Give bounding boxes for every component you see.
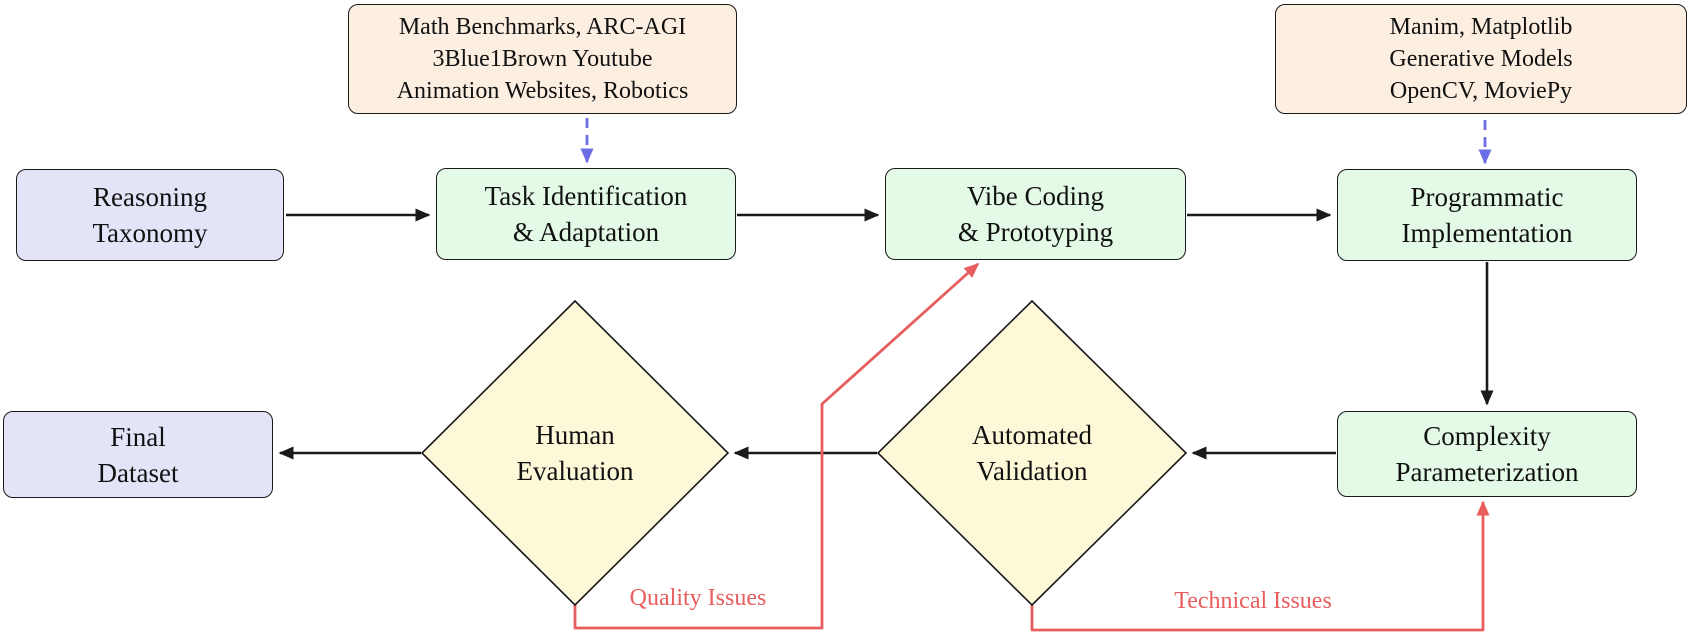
- feedback-quality-issues-path: [573, 262, 980, 630]
- automated-validation-diamond-shape: [876, 299, 1188, 607]
- feedback-technical-issues-path: [1030, 500, 1490, 632]
- node-reasoning-taxonomy: Reasoning Taxonomy: [16, 169, 284, 261]
- source-box-task-origins: Math Benchmarks, ARC-AGI 3Blue1Brown You…: [348, 4, 737, 114]
- label-technical-issues: Technical Issues: [1174, 588, 1332, 614]
- source-box-tools: Manim, Matplotlib Generative Models Open…: [1275, 4, 1687, 114]
- node-final-dataset: Final Dataset: [3, 411, 273, 498]
- node-complexity-parameterization: Complexity Parameterization: [1337, 411, 1637, 497]
- human-evaluation-diamond-shape: [420, 299, 730, 607]
- node-programmatic-implementation: Programmatic Implementation: [1337, 169, 1637, 261]
- label-quality-issues: Quality Issues: [629, 585, 767, 611]
- node-vibe-coding: Vibe Coding & Prototyping: [885, 168, 1186, 260]
- node-task-identification: Task Identification & Adaptation: [436, 168, 736, 260]
